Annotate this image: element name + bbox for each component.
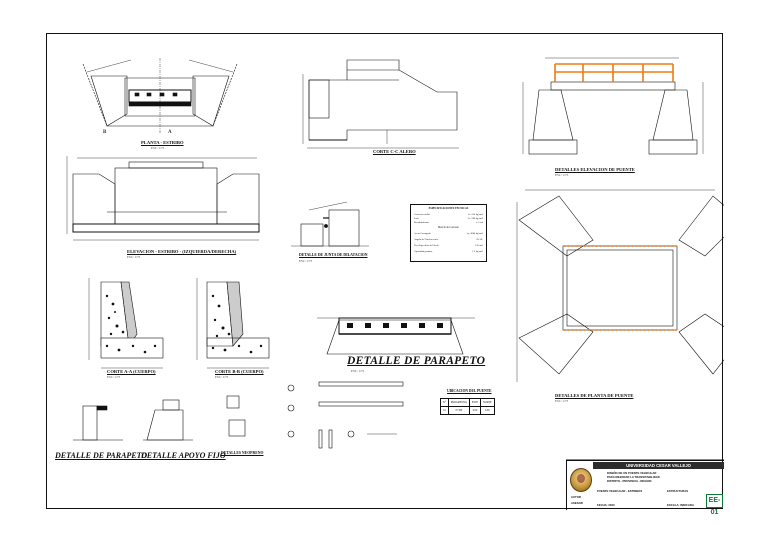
section-bb-drawing bbox=[196, 278, 270, 369]
date-label: FECHA: 2023 bbox=[597, 503, 615, 507]
author-label: AUTOR bbox=[571, 495, 581, 499]
content-label: ESTRUCTURAS bbox=[667, 489, 689, 493]
elevation-view-drawing bbox=[522, 57, 704, 155]
technical-specs-box: ESPECIFICACIONES TECNICAS Mezcla de Conc… bbox=[410, 204, 487, 262]
location-header: NORTE bbox=[480, 398, 495, 407]
university-banner: UNIVERSIDAD CESAR VALLEJO bbox=[593, 462, 724, 469]
project-line-1: DISEÑO DE UN PUENTE VEHICULAR bbox=[607, 471, 657, 475]
section-cc-caption: CORTE C-C ALERO bbox=[373, 149, 416, 154]
section-cc-drawing bbox=[302, 59, 459, 149]
plan-stirrup-drawing bbox=[82, 58, 238, 134]
joint-detail-caption: DETALLE DE JUNTA DE DILATACION bbox=[299, 253, 368, 257]
location-cell: 0.00 bbox=[468, 406, 482, 415]
sheet-code: EE-01 bbox=[706, 494, 723, 516]
elevation-stirrup-drawing bbox=[66, 156, 260, 241]
title-block: UNIVERSIDAD CESAR VALLEJO DISEÑO DE UN P… bbox=[566, 460, 724, 516]
elevation-view-caption: DETALLES ELEVACION DE PUENTE bbox=[555, 167, 635, 172]
location-table-title: UBICACION DEL PUENTE bbox=[447, 389, 492, 393]
location-header: N° bbox=[440, 398, 449, 407]
joint-detail-drawing bbox=[291, 201, 369, 247]
joint-detail-scale: ESC: 1/75 bbox=[299, 259, 313, 263]
small-details-drawing bbox=[73, 395, 246, 441]
specs-subtitle: Mezcla de Concreto bbox=[438, 226, 459, 229]
location-cell: 0.00 bbox=[480, 406, 495, 415]
section-bb-caption: CORTE B-B (CUERPO) bbox=[215, 369, 264, 374]
specs-title: ESPECIFICACIONES TECNICAS bbox=[428, 207, 469, 210]
plan-stirrup-caption: PLANTA - ESTRIBO bbox=[141, 140, 184, 145]
university-seal-icon bbox=[570, 468, 592, 492]
location-header: PROGRESIVA bbox=[447, 398, 470, 407]
section-aa-caption: CORTE A-A (CUERPO) bbox=[107, 369, 156, 374]
parapet-main-scale: ESC: 1/75 bbox=[351, 369, 365, 373]
marker-b-left: B bbox=[103, 130, 107, 135]
plan-label: PUENTE VEHICULAR - ESTRIBOS bbox=[597, 489, 643, 493]
drawing-linework bbox=[66, 57, 724, 461]
section-aa-drawing bbox=[88, 278, 164, 369]
location-table: N° PROGRESIVA ESTE NORTE 01 0+180 0.00 0… bbox=[440, 398, 495, 415]
bridge-plan-caption: DETALLES DE PLANTA DE PUENTE bbox=[555, 393, 634, 398]
project-line-2: PARA MEJORAR LA TRANSITABILIDAD bbox=[607, 475, 660, 479]
parapet-main-caption: DETALLE DE PARAPETO bbox=[347, 355, 486, 367]
section-aa-scale: ESC: 1/75 bbox=[107, 375, 121, 379]
fixed-support-caption: DETALLE APOYO FIJO bbox=[141, 451, 226, 460]
parapet-main-drawing bbox=[317, 317, 475, 355]
elevation-stirrup-scale: ESC: 1/75 bbox=[127, 255, 141, 259]
beam-details-drawing bbox=[287, 381, 404, 449]
parapet-small-caption: DETALLE DE PARAPETO bbox=[55, 451, 148, 460]
marker-a-left: A bbox=[168, 130, 172, 135]
elevation-view-scale: ESC: 1/75 bbox=[555, 173, 569, 177]
neoprene-caption: DETALLES NEOPRENO bbox=[221, 451, 264, 455]
elevation-stirrup-caption: ELEVACION - ESTRIBO - (IZQUIERDA/DERECHA… bbox=[127, 249, 237, 254]
section-bb-scale: ESC: 1/75 bbox=[215, 375, 229, 379]
bridge-plan-drawing bbox=[516, 189, 724, 382]
bridge-plan-scale: ESC: 1/75 bbox=[555, 399, 569, 403]
location-header: ESTE bbox=[468, 398, 482, 407]
location-cell: 0+180 bbox=[447, 406, 470, 415]
scale-label: ESCALA: INDICADA bbox=[667, 503, 694, 507]
plan-stirrup-scale: ESC: 1/75 bbox=[151, 146, 165, 150]
advisor-label: ASESOR bbox=[571, 501, 583, 505]
project-line-3: DISTRITO - PROVINCIA - REGION bbox=[607, 479, 652, 483]
location-cell: 01 bbox=[440, 406, 449, 415]
drawing-sheet: PLANTA - ESTRIBO ESC: 1/75 A B CORTE C-C… bbox=[46, 33, 724, 516]
